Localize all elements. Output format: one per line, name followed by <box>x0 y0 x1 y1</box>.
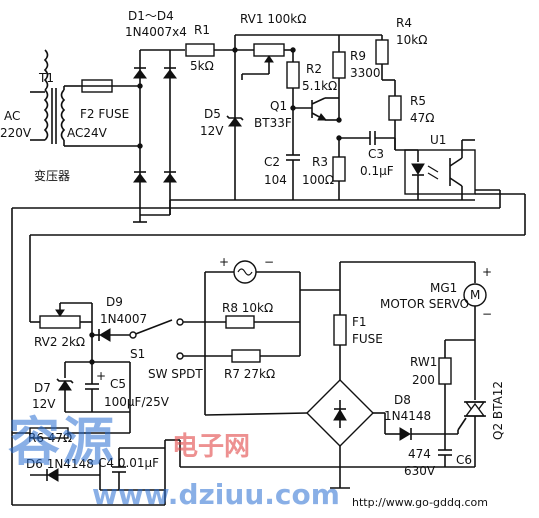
label-r9: R9 <box>350 49 366 63</box>
bridge-d1-d4 <box>133 49 185 216</box>
label-c4: C4 0.01μF <box>98 456 159 470</box>
label-c5-value: 100μF/25V <box>104 395 170 409</box>
label-r4-value: 10kΩ <box>396 33 427 47</box>
label-r6: R6 47Ω <box>28 431 72 445</box>
label-r8: R8 10kΩ <box>222 301 273 315</box>
resistor-r2 <box>286 61 300 89</box>
label-ac24: AC24V <box>67 126 108 140</box>
label-d7-value: 12V <box>32 397 56 411</box>
label-motor-symbol: M <box>470 288 480 302</box>
label-c6-value2: 630V <box>404 464 436 478</box>
label-c5: C5 <box>110 377 126 391</box>
zener-d7 <box>56 362 74 412</box>
label-motor-servo: MOTOR SERVO <box>380 297 469 311</box>
label-fuse: FUSE <box>352 332 383 346</box>
capacitor-c5 <box>85 362 99 412</box>
label-r4: R4 <box>396 16 412 30</box>
watermark-url: www.dziuu.com <box>92 478 340 511</box>
resistor-r7 <box>231 349 261 363</box>
potentiometer-rv2 <box>39 315 81 329</box>
label-c2: C2 <box>264 155 280 169</box>
label-sw: SW SPDT <box>148 367 203 381</box>
label-c3: C3 <box>368 147 384 161</box>
label-r5-value: 47Ω <box>410 111 434 125</box>
label-d8: D8 <box>394 393 411 407</box>
label-transformer: 变压器 <box>34 168 70 183</box>
label-r3-value: 100Ω <box>302 173 334 187</box>
label-rv2: RV2 2kΩ <box>34 335 85 349</box>
capacitor-c3 <box>369 131 376 145</box>
label-q1-type: BT33F <box>254 116 292 130</box>
optocoupler-u1 <box>395 149 476 200</box>
label-motor-plus: + <box>482 265 492 279</box>
bridge-lower <box>204 379 386 489</box>
resistor-r4 <box>375 39 389 65</box>
resistor-r5 <box>388 95 402 121</box>
label-ac-minus: − <box>264 255 274 269</box>
ac-source <box>204 260 301 415</box>
motor-mg1 <box>463 262 487 340</box>
ujt-q1 <box>293 97 339 121</box>
label-f1: F1 <box>352 315 367 329</box>
label-c3-value: 0.1μF <box>360 164 394 178</box>
diode-d6 <box>30 468 100 482</box>
label-t1: T1 <box>38 71 54 85</box>
zener-d5 <box>226 115 244 127</box>
triac-q2 <box>457 340 486 467</box>
watermark-logo-text: 容源 <box>8 413 117 473</box>
label-d9: D9 <box>106 295 123 309</box>
label-r1: R1 <box>194 23 210 37</box>
diode-d9 <box>92 328 130 342</box>
label-ac: AC <box>4 109 20 123</box>
label-q1: Q1 <box>270 99 287 113</box>
label-r1-value: 5kΩ <box>190 59 214 73</box>
label-ac-voltage: 220V <box>0 126 32 140</box>
capacitor-c6 <box>438 449 452 467</box>
label-r3: R3 <box>312 155 328 169</box>
resistor-rw1 <box>438 357 452 385</box>
label-r9-value: 3300 <box>350 66 381 80</box>
source-url: http://www.go-gddq.com <box>352 496 488 509</box>
diode-d8 <box>385 427 458 441</box>
label-u1: U1 <box>430 133 446 147</box>
label-d6: D6 1N4148 <box>26 457 94 471</box>
label-d1d4-type: 1N4007x4 <box>125 25 187 39</box>
label-c5-plus: + <box>96 369 106 383</box>
label-d9-type: 1N4007 <box>100 312 147 326</box>
label-motor-minus: − <box>482 307 492 321</box>
label-d5: D5 <box>204 107 221 121</box>
label-f2: F2 FUSE <box>80 107 129 121</box>
label-d8-type: 1N4148 <box>384 409 431 423</box>
label-d1d4: D1～D4 <box>128 9 174 23</box>
label-mg1: MG1 <box>430 281 457 295</box>
label-ac-plus: + <box>219 255 229 269</box>
resistor-r9 <box>332 51 346 79</box>
resistor-r8 <box>225 315 255 329</box>
label-c2-value: 104 <box>264 173 287 187</box>
capacitor-c4 <box>99 440 166 505</box>
label-r2-value: 5.1kΩ <box>302 79 337 93</box>
capacitor-c2 <box>286 154 300 200</box>
label-r2: R2 <box>306 62 322 76</box>
label-d7: D7 <box>34 381 51 395</box>
label-d5-value: 12V <box>200 124 224 138</box>
resistor-r1 <box>185 43 215 57</box>
fuse-f1 <box>333 314 347 346</box>
label-q2: Q2 BTA12 <box>491 381 505 440</box>
label-r5: R5 <box>410 94 426 108</box>
label-rw1: RW1 <box>410 355 437 369</box>
label-r7: R7 27kΩ <box>224 367 275 381</box>
transformer-t1 <box>30 49 80 147</box>
label-c6: C6 <box>456 453 472 467</box>
label-c6-value1: 474 <box>408 447 431 461</box>
potentiometer-rv1 <box>253 43 285 57</box>
watermark-subtitle: 电子网 <box>172 432 251 462</box>
resistor-r3 <box>332 156 346 182</box>
label-rw1-value: 200 <box>412 373 435 387</box>
label-s1: S1 <box>130 347 145 361</box>
label-rv1: RV1 100kΩ <box>240 12 306 26</box>
